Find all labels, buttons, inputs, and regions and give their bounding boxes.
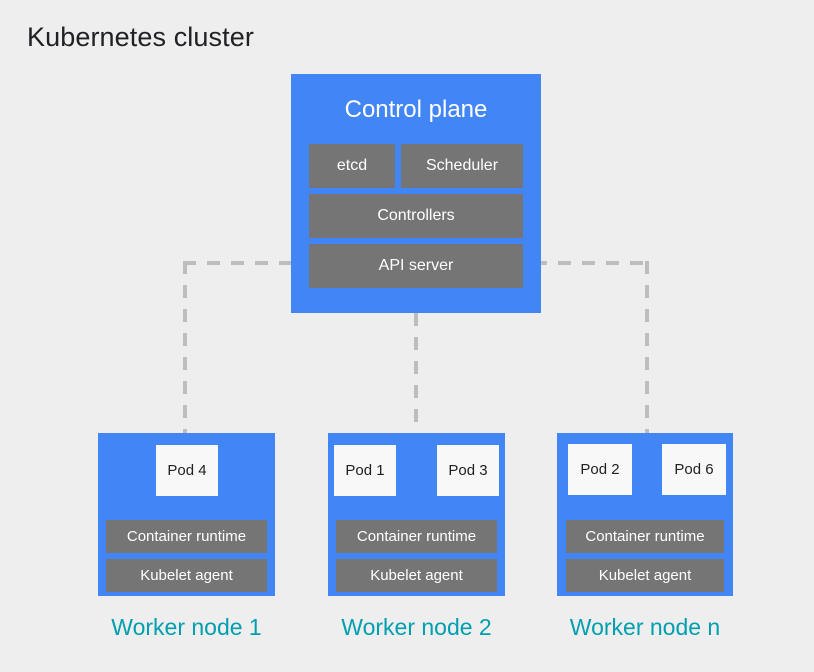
worker-node-1-container-runtime[interactable]: Container runtime [106,520,267,553]
worker-node-n-kubelet-agent[interactable]: Kubelet agent [566,559,724,592]
worker-node-1-box[interactable]: Pod 4 Container runtime Kubelet agent [98,433,275,596]
worker-node-n-container-runtime[interactable]: Container runtime [566,520,724,553]
worker-node-2-container-runtime[interactable]: Container runtime [336,520,497,553]
control-plane-title: Control plane [344,96,488,123]
connector-control-plane-to-node-n-vertical [645,261,649,435]
worker-node-2-pod-3[interactable]: Pod 3 [437,445,499,496]
connector-control-plane-to-node-n-horizontal [534,261,649,265]
control-plane-component-controllers[interactable]: Controllers [309,194,523,238]
worker-node-n-box[interactable]: Pod 2 Pod 6 Container runtime Kubelet ag… [557,433,733,596]
control-plane-component-scheduler[interactable]: Scheduler [401,144,523,188]
control-plane-box[interactable]: Control plane etcd Scheduler Controllers… [291,74,541,313]
worker-node-2-label: Worker node 2 [341,614,492,640]
worker-node-1-label: Worker node 1 [111,614,262,640]
control-plane-component-etcd[interactable]: etcd [309,144,395,188]
worker-node-n-label: Worker node n [569,614,721,640]
worker-node-2-box[interactable]: Pod 1 Pod 3 Container runtime Kubelet ag… [328,433,505,596]
worker-node-n-pod-6[interactable]: Pod 6 [662,444,726,495]
control-plane-component-api-server[interactable]: API server [309,244,523,288]
connector-control-plane-to-node-1-vertical [183,261,187,435]
page-title: Kubernetes cluster [27,22,254,52]
worker-node-1-pod-4[interactable]: Pod 4 [156,445,218,496]
worker-node-2-kubelet-agent[interactable]: Kubelet agent [336,559,497,592]
connector-control-plane-to-node-2-vertical [414,313,418,435]
worker-node-n-pod-2[interactable]: Pod 2 [568,444,632,495]
worker-node-1-kubelet-agent[interactable]: Kubelet agent [106,559,267,592]
worker-node-2-pod-1[interactable]: Pod 1 [334,445,396,496]
connector-control-plane-to-node-1-horizontal [183,261,298,265]
